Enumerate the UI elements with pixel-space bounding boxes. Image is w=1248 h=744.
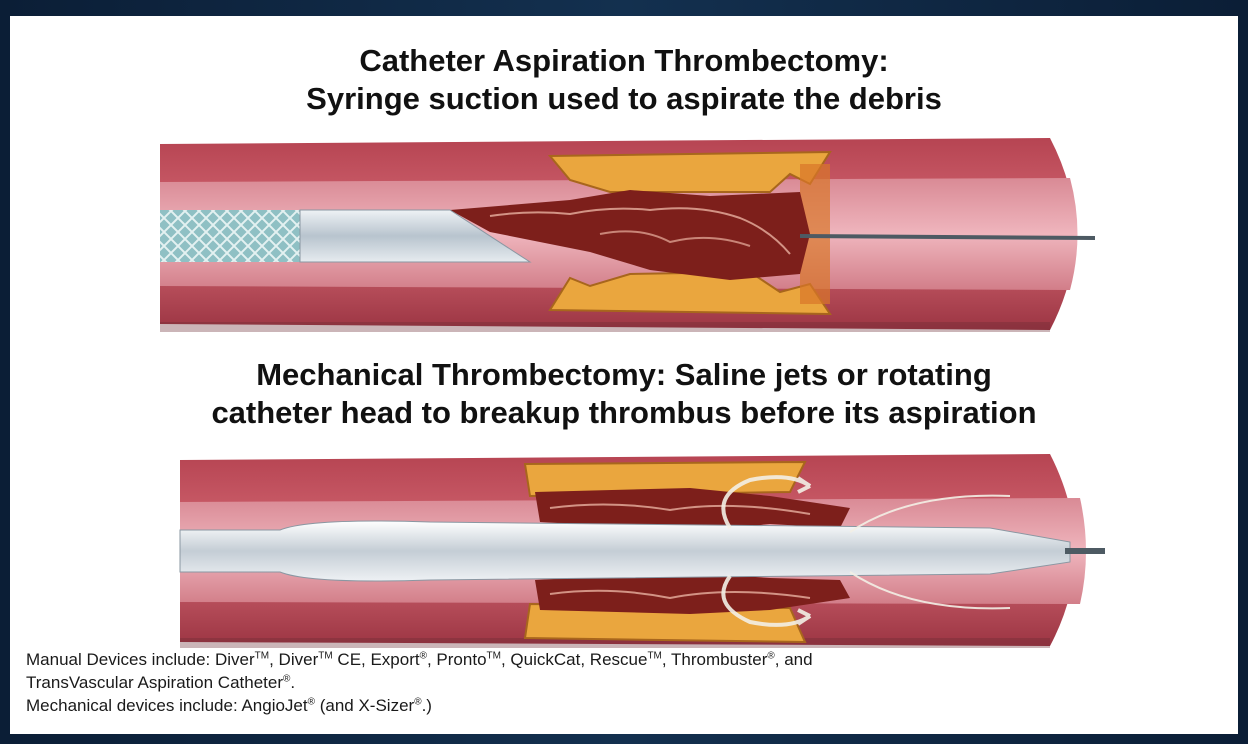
aspiration-diagram: [10, 134, 1238, 334]
aspiration-title: Catheter Aspiration Thrombectomy: Syring…: [10, 42, 1238, 118]
mechanical-title: Mechanical Thrombectomy: Saline jets or …: [10, 356, 1238, 432]
reg-mark: ®: [414, 696, 421, 707]
manual-devices-line1: Manual Devices include: DiverTM, DiverTM…: [26, 648, 1226, 671]
mechanical-title-line1: Mechanical Thrombectomy: Saline jets or …: [10, 356, 1238, 394]
tm-mark: TM: [255, 650, 269, 661]
manual-text-4: , Pronto: [427, 650, 487, 669]
manual-text-7: , and: [775, 650, 813, 669]
guidewire: [800, 236, 1095, 238]
manual-text-3: CE, Export: [333, 650, 420, 669]
aspiration-title-line2: Syringe suction used to aspirate the deb…: [10, 80, 1238, 118]
mechanical-text-3: .): [422, 696, 432, 715]
tm-mark: TM: [487, 650, 501, 661]
tm-mark: TM: [318, 650, 332, 661]
reg-mark: ®: [308, 696, 315, 707]
manual-text-8: TransVascular Aspiration Catheter: [26, 673, 283, 692]
device-notes: Manual Devices include: DiverTM, DiverTM…: [26, 648, 1226, 717]
mechanical-devices-line: Mechanical devices include: AngioJet® (a…: [26, 694, 1226, 717]
slide: Catheter Aspiration Thrombectomy: Syring…: [10, 16, 1238, 734]
manual-devices-line2: TransVascular Aspiration Catheter®.: [26, 671, 1226, 694]
reg-mark: ®: [420, 650, 427, 661]
tm-mark: TM: [647, 650, 661, 661]
mechanical-title-line2: catheter head to breakup thrombus before…: [10, 394, 1238, 432]
mechanical-text-1: Mechanical devices include: AngioJet: [26, 696, 308, 715]
manual-text-2: , Diver: [269, 650, 318, 669]
manual-text-5: , QuickCat, Rescue: [501, 650, 647, 669]
manual-text-6: , Thrombuster: [662, 650, 768, 669]
mechanical-text-2: (and X-Sizer: [315, 696, 414, 715]
mechanical-catheter: [180, 521, 1105, 581]
mechanical-diagram: [10, 452, 1238, 652]
manual-text-9: .: [290, 673, 295, 692]
reg-mark: ®: [767, 650, 774, 661]
manual-text-1: Manual Devices include: Diver: [26, 650, 255, 669]
aspiration-title-line1: Catheter Aspiration Thrombectomy:: [10, 42, 1238, 80]
